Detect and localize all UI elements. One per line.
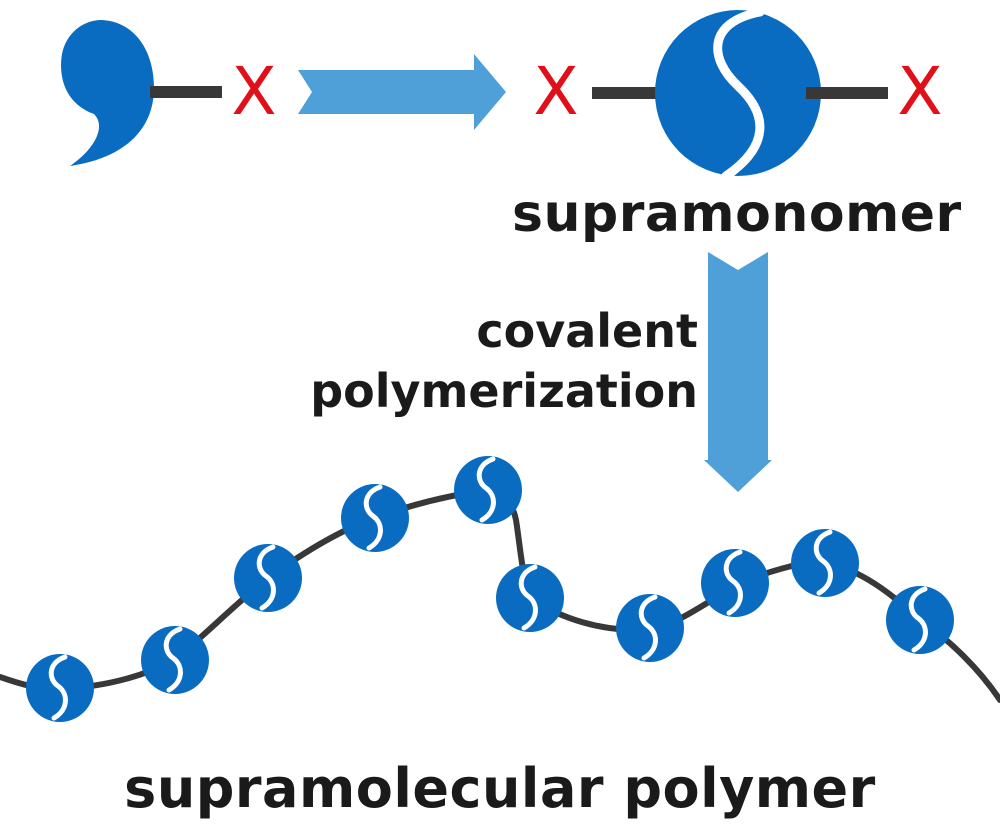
- polymer-label: supramolecular polymer: [124, 757, 876, 820]
- polymer-bead: [701, 549, 769, 617]
- dimerization-arrow: [298, 54, 506, 130]
- polymer-bead: [791, 529, 859, 597]
- process-label-polymerization: polymerization: [310, 364, 698, 418]
- polymer-bead: [616, 594, 684, 662]
- supramonomer-x-left: X: [533, 53, 578, 130]
- polymer-bead: [454, 456, 522, 524]
- supramonomer-s-divider: [713, 7, 765, 181]
- polymer-bead: [496, 564, 564, 632]
- polymer-bead: [341, 484, 409, 552]
- polymer-beads: [26, 456, 954, 722]
- polymer-bead: [141, 626, 209, 694]
- polymerization-arrow: [704, 252, 772, 492]
- polymer-bead: [26, 654, 94, 722]
- process-label-covalent: covalent: [476, 304, 698, 358]
- supramonomer-unit: X X: [533, 7, 943, 181]
- polymer-bead: [234, 544, 302, 612]
- polymer-bead: [886, 586, 954, 654]
- supramonomer-x-right: X: [897, 53, 942, 130]
- supramonomer-label: supramonomer: [512, 184, 962, 244]
- monomer-comma-shape: [61, 20, 154, 166]
- monomer-x-group: X: [231, 53, 276, 130]
- supramonomer-dimer-circle: [655, 10, 821, 176]
- monomer-unit: X: [61, 20, 277, 166]
